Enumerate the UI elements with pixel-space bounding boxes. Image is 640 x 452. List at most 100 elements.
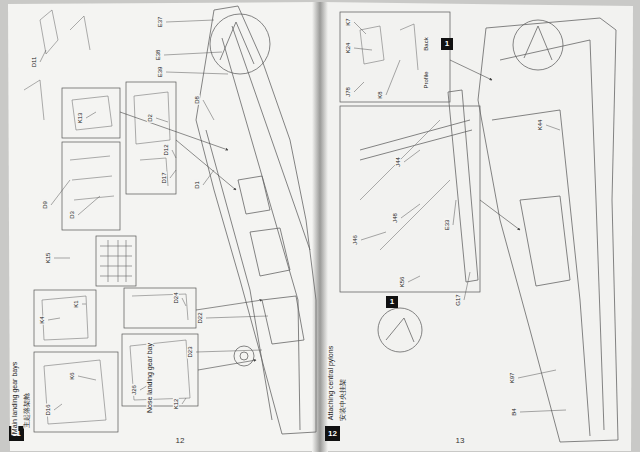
assembly-arrow (480, 200, 520, 230)
leader-line (172, 150, 176, 158)
step-number: 1 (390, 298, 394, 306)
part-number: E37 (157, 16, 163, 29)
part-number: K7 (345, 17, 351, 26)
leader-line (48, 318, 60, 320)
heading-text: Profile (423, 70, 429, 89)
leader-line (164, 52, 222, 55)
part-sketch (360, 120, 450, 250)
part-number: K13 (77, 112, 83, 125)
part-number: K12 (173, 398, 179, 411)
leader-lines (40, 20, 566, 412)
leader-line (404, 150, 420, 162)
part-number: K6 (69, 371, 75, 380)
fuselage-drawing (448, 90, 478, 282)
fuselage-drawing (360, 18, 618, 442)
part-number: B4 (511, 407, 517, 416)
assembly-arrow (120, 112, 228, 150)
leader-line (82, 304, 86, 305)
fuselage-drawing (196, 6, 316, 434)
part-sketch (130, 294, 190, 400)
leader-line (166, 72, 228, 74)
step-number: 12 (328, 430, 337, 438)
leader-line (78, 376, 96, 380)
inset-frame (126, 82, 176, 194)
fuselage-drawing (262, 296, 304, 344)
step-number-box: 1 (386, 296, 398, 308)
fuselage-drawing (500, 40, 604, 430)
part-number: D23 (187, 345, 193, 358)
part-number: D16 (45, 403, 51, 416)
heading-text: 12 (175, 437, 186, 445)
assembly-arrow (450, 60, 492, 80)
inset-frame (340, 106, 480, 292)
assembly-arrow (176, 140, 236, 190)
leader-line (386, 60, 400, 95)
part-number: K4 (39, 315, 45, 324)
part-number: J48 (392, 212, 398, 224)
inset-frame (34, 12, 480, 432)
fuselage-drawing (492, 110, 590, 436)
part-number: K15 (45, 252, 51, 265)
part-number: K97 (509, 372, 515, 385)
heading-text: 安装中央挂架 (339, 378, 346, 422)
bay-grid (100, 240, 132, 282)
assembly-arrow (198, 360, 256, 370)
fuselage-drawing (222, 38, 300, 430)
inset-frame (62, 142, 120, 230)
leader-line (182, 398, 186, 404)
part-sketch (134, 92, 170, 186)
leader-line (78, 196, 100, 215)
fuselage-drawing (386, 318, 414, 342)
fuselage-drawing (196, 6, 316, 434)
leader-line (156, 118, 168, 122)
bay-grid (100, 240, 132, 282)
part-number: D17 (161, 171, 167, 184)
inset-frame (34, 290, 96, 346)
leader-line (203, 170, 214, 185)
step-number-box: 1 (441, 38, 453, 50)
fuselage-drawing (524, 26, 552, 60)
heading-text: Nose landing gear bay (146, 342, 153, 414)
part-sketch (24, 10, 90, 120)
fuselage-drawing (220, 22, 254, 64)
leader-line (206, 316, 268, 318)
part-number: J44 (395, 156, 401, 168)
assembly-arrow (196, 300, 262, 310)
fuselage-drawing (232, 26, 310, 250)
leader-line (54, 258, 70, 259)
leader-line (40, 50, 46, 62)
leader-line (54, 404, 62, 410)
leader-line (408, 276, 420, 282)
leader-line (203, 100, 214, 120)
part-sketch (70, 96, 114, 200)
inset-frame (96, 236, 136, 286)
fuselage-drawing (513, 20, 563, 70)
right-page (322, 2, 633, 451)
part-number: D22 (197, 311, 203, 324)
step-number: 1 (445, 40, 449, 48)
part-sketch (42, 296, 106, 424)
fuselage-drawing (210, 14, 270, 74)
leader-line (170, 170, 176, 178)
leader-line (86, 112, 96, 118)
leader-line (196, 350, 262, 352)
assembly-arrow (120, 60, 520, 370)
part-number: D1 (194, 180, 200, 190)
leader-line (51, 180, 70, 205)
leader-line (166, 20, 214, 22)
part-number: D2 (147, 113, 153, 123)
part-sketch (24, 10, 450, 424)
part-number: E33 (444, 219, 450, 232)
leader-line (401, 204, 420, 218)
fuselage-drawing (378, 308, 422, 352)
leader-line (453, 200, 456, 225)
fuselage-drawing (250, 228, 290, 276)
leader-line (354, 22, 366, 34)
part-number: K56 (399, 276, 405, 289)
leader-line (518, 370, 556, 378)
fuselage-drawing (360, 120, 472, 160)
leader-line (182, 298, 186, 306)
